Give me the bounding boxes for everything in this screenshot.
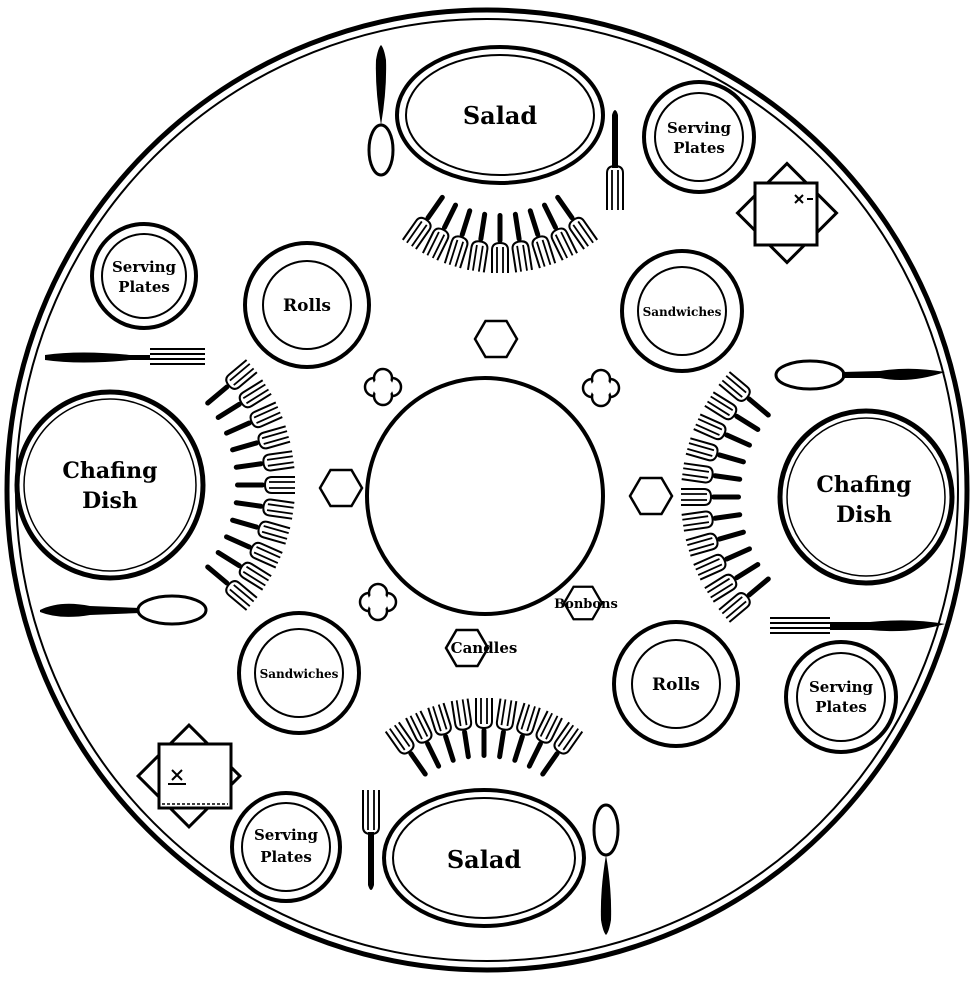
rolls-label-bottom-right: Rolls: [652, 675, 700, 695]
spoon-icon-left-bottom: [40, 596, 206, 624]
left-chafing-fork-icon-11: [201, 559, 257, 610]
right-chafing-fork-icon-7: [682, 463, 744, 487]
salad-label-bottom: Salad: [447, 845, 522, 874]
sandwiches-label-bottom-left: Sandwiches: [260, 667, 339, 681]
svg-text:Serving: Serving: [254, 826, 319, 844]
folded-napkin-icon-bottom-left: [138, 725, 240, 827]
bonbon-icon-bottom-left: [360, 584, 396, 620]
bonbon-icon-top-right: [583, 370, 619, 406]
salad-label-top: Salad: [463, 101, 538, 130]
left-chafing-fork-icon-5: [233, 451, 295, 475]
top-salad-fork-icon-1: [550, 191, 598, 249]
fork-icon-top-right: [607, 110, 623, 210]
fork-icon-right-bottom: [770, 618, 945, 633]
svg-text:Serving: Serving: [112, 258, 177, 276]
svg-text:Plates: Plates: [118, 278, 170, 296]
chafing-label-right-2: Dish: [836, 502, 892, 528]
serving-plates-top-right: Serving Plates: [644, 82, 754, 192]
left-chafing-fork-icon-2: [212, 380, 271, 425]
chafing-label-right-1: Chafing: [816, 472, 911, 498]
folded-napkin-icon-top-right: [738, 164, 837, 263]
fork-icon-bottom-left: [363, 790, 379, 890]
bottom-salad-fork-icon-1: [386, 722, 434, 780]
bottom-salad-fork-icon-5: [476, 698, 492, 758]
svg-text:Plates: Plates: [260, 848, 312, 866]
sandwiches-label-top-right: Sandwiches: [643, 305, 722, 319]
right-chafing-fork-icon-11: [719, 372, 775, 423]
left-chafing-fork-icon-10: [212, 544, 271, 589]
svg-text:Serving: Serving: [667, 119, 732, 137]
right-chafing-fork-icon-10: [705, 392, 764, 437]
chafing-label-left-2: Dish: [82, 488, 138, 514]
bottom-salad-fork-icon-6: [491, 699, 516, 761]
serving-plates-bottom-left: Serving Plates: [232, 793, 340, 901]
bottom-salad-fork-icon-9: [535, 722, 583, 780]
right-chafing-fork-icon-1: [719, 571, 775, 622]
candles-label: Candles: [451, 639, 518, 657]
fork-icon-left-top: [45, 349, 205, 364]
top-salad-fork-icon-4: [507, 211, 532, 273]
left-chafing-fork-icon-1: [201, 360, 257, 411]
bonbons-label: Bonbons: [554, 597, 618, 612]
serving-plates-right: Serving Plates: [786, 642, 896, 752]
svg-text:Plates: Plates: [815, 698, 867, 716]
chafing-label-left-1: Chafing: [62, 458, 157, 484]
top-salad-fork-icon-6: [468, 211, 493, 273]
candle-icon-top: [475, 321, 517, 357]
left-chafing-fork-icon-7: [233, 494, 295, 518]
top-salad-fork-icon-5: [492, 213, 508, 273]
serving-plates-left: Serving Plates: [92, 224, 196, 328]
svg-text:Serving: Serving: [809, 678, 874, 696]
left-chafing-fork-icon-6: [235, 477, 295, 493]
candle-icon-left: [320, 470, 362, 506]
right-chafing-fork-icon-5: [682, 506, 744, 530]
svg-text:Plates: Plates: [673, 139, 725, 157]
top-salad-fork-icon-9: [403, 191, 451, 249]
spoon-icon-bottom-right: [594, 805, 618, 935]
centerpiece-circle: [367, 378, 603, 614]
spoon-icon-top-left: [369, 45, 393, 175]
bottom-salad-fork-icon-4: [452, 699, 477, 761]
bonbon-icon-top-left: [365, 369, 401, 405]
rolls-label-top-left: Rolls: [283, 296, 331, 316]
right-chafing-fork-icon-6: [681, 489, 741, 505]
candle-icon-right: [630, 478, 672, 514]
spoon-icon-right-top: [776, 361, 945, 389]
chafing-dish-left: [17, 392, 203, 578]
right-chafing-fork-icon-2: [705, 556, 764, 601]
